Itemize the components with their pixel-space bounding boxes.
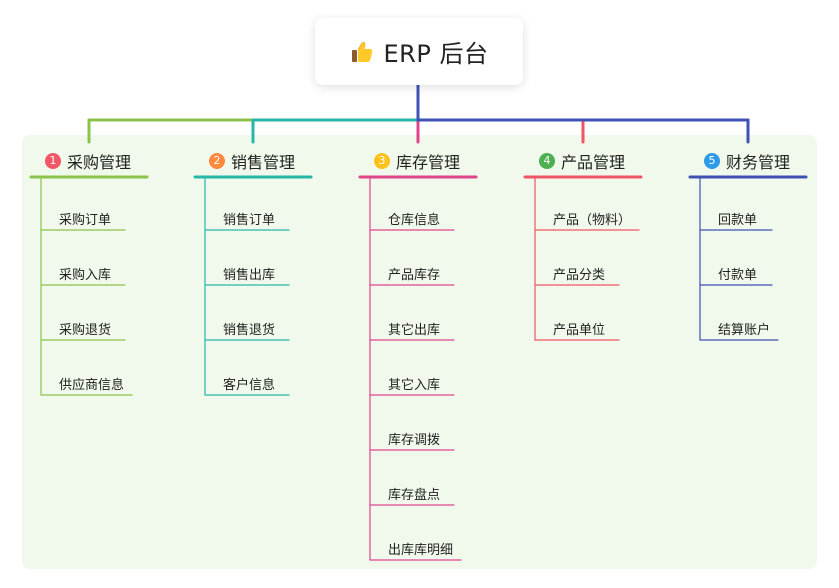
leaf-node[interactable]: 结算账户: [718, 323, 771, 338]
number-badge-icon: 4: [539, 153, 555, 169]
leaf-node[interactable]: 销售出库: [223, 268, 276, 283]
leaf-node[interactable]: 付款单: [718, 268, 758, 283]
branch-label: 财务管理: [726, 153, 791, 172]
leaf-node[interactable]: 客户信息: [223, 378, 276, 393]
leaf-node[interactable]: 其它入库: [388, 378, 441, 393]
leaf-node[interactable]: 库存盘点: [388, 488, 441, 503]
number-badge-icon: 2: [209, 153, 225, 169]
leaf-node[interactable]: 产品单位: [553, 323, 606, 338]
branch-label: 产品管理: [561, 153, 626, 172]
leaf-node[interactable]: 回款单: [718, 213, 758, 228]
root-node[interactable]: ERP 后台: [315, 18, 523, 85]
leaf-node[interactable]: 出库库明细: [388, 543, 454, 558]
leaf-node[interactable]: 产品分类: [553, 268, 606, 283]
leaf-node[interactable]: 库存调拨: [388, 433, 441, 448]
branch-node-4[interactable]: 4 产品管理: [539, 148, 625, 174]
branch-node-2[interactable]: 2 销售管理: [209, 148, 295, 174]
branch-node-1[interactable]: 1 采购管理: [45, 148, 131, 174]
branch-label: 销售管理: [231, 153, 296, 172]
branch-label: 库存管理: [396, 153, 461, 172]
leaf-node[interactable]: 仓库信息: [388, 213, 441, 228]
leaf-node[interactable]: 其它出库: [388, 323, 441, 338]
leaf-node[interactable]: 销售订单: [223, 213, 276, 228]
thumbs-up-icon: [350, 40, 374, 64]
leaf-node[interactable]: 销售退货: [223, 323, 276, 338]
leaf-node[interactable]: 供应商信息: [59, 378, 125, 393]
leaf-node[interactable]: 产品库存: [388, 268, 441, 283]
root-title: ERP 后台: [383, 40, 489, 68]
branch-label: 采购管理: [67, 153, 132, 172]
branch-node-3[interactable]: 3 库存管理: [374, 148, 460, 174]
leaf-node[interactable]: 采购退货: [59, 323, 112, 338]
number-badge-icon: 5: [704, 153, 720, 169]
number-badge-icon: 1: [45, 153, 61, 169]
leaf-node[interactable]: 采购订单: [59, 213, 112, 228]
branches-panel: [22, 135, 817, 569]
branch-node-5[interactable]: 5 财务管理: [704, 148, 790, 174]
number-badge-icon: 3: [374, 153, 390, 169]
leaf-node[interactable]: 采购入库: [59, 268, 112, 283]
leaf-node[interactable]: 产品（物料）: [553, 213, 632, 228]
